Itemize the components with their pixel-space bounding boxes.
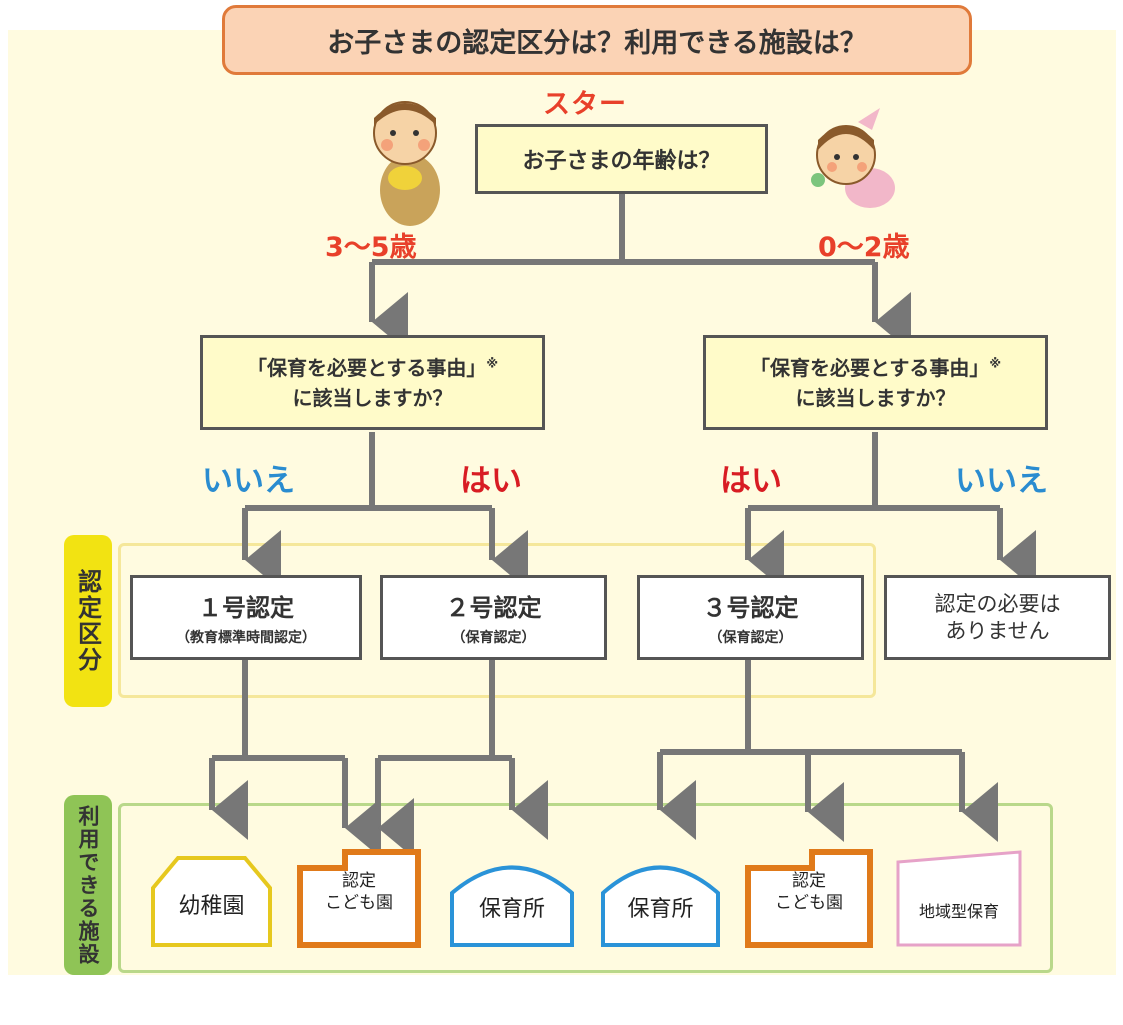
facility-kindergarten: 幼稚園: [178, 894, 245, 919]
community-childcare-shape: [896, 850, 1022, 947]
page-title: お子さまの認定区分は？利用できる施設は？: [222, 5, 972, 75]
answer-no-left: いいえ: [202, 463, 295, 499]
facility-community-childcare: 地域型保育: [918, 902, 999, 921]
age-label-3-5: 3～5歳: [325, 232, 417, 263]
certified-center-shape-1: [297, 849, 421, 948]
answer-no-right: いいえ: [955, 463, 1048, 499]
answer-yes-right: はい: [720, 463, 782, 499]
answer-yes-left: はい: [460, 463, 522, 499]
facility-certified-center-1: 認定 こども園: [325, 871, 393, 914]
certification-box-1: １号認定 （教育標準時間認定）: [130, 575, 362, 660]
facilities-section-frame: [118, 803, 1053, 973]
nursery-shape-1: [450, 865, 574, 947]
age-label-0-2: 0～2歳: [818, 232, 910, 263]
certified-center-shape-2: [745, 849, 873, 948]
kindergarten-shape: [151, 856, 272, 947]
reason-question-box-left: 「保育を必要とする事由」※ に該当しますか？: [200, 335, 545, 430]
age-question-box: お子さまの年齢は？: [475, 124, 768, 194]
facilities-section-label: 利用できる施設: [64, 795, 112, 975]
certification-section-label: 認定区分: [64, 535, 112, 707]
facility-nursery-2: 保育所: [627, 897, 694, 922]
certification-box-3: ３号認定 （保育認定）: [637, 575, 864, 660]
facility-nursery-1: 保育所: [478, 897, 545, 922]
facility-certified-center-2: 認定 こども園: [775, 871, 843, 914]
nursery-shape-2: [601, 865, 720, 947]
certification-box-2: ２号認定 （保育認定）: [380, 575, 607, 660]
certification-box-none: 認定の必要は ありません: [884, 575, 1111, 660]
reason-question-box-right: 「保育を必要とする事由」※ に該当しますか？: [703, 335, 1048, 430]
